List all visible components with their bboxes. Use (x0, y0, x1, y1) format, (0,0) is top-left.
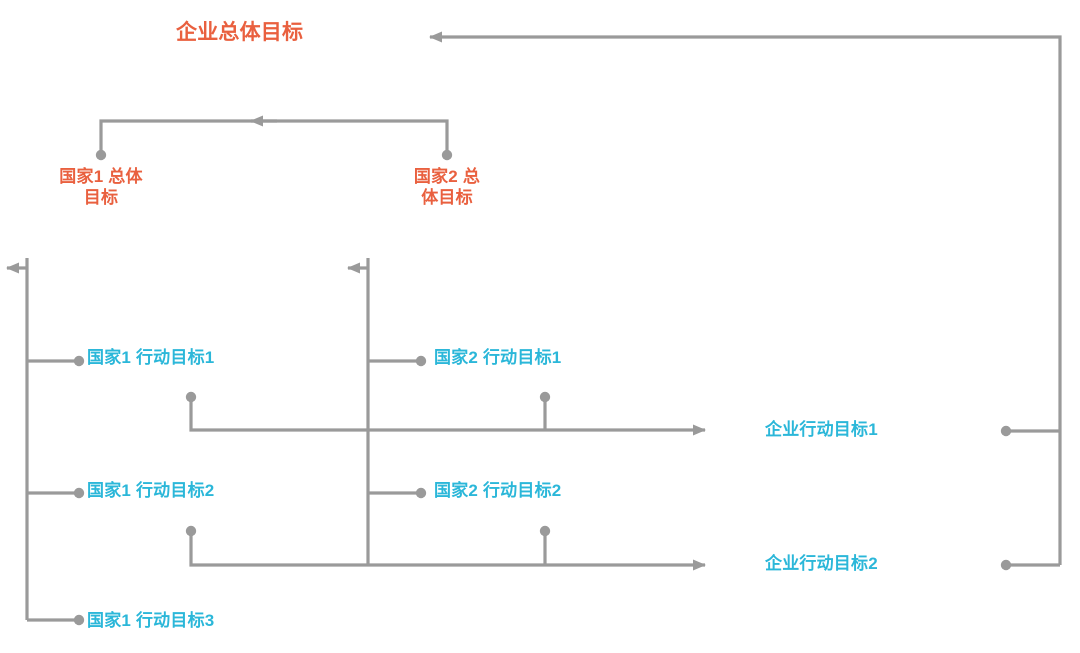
wire-corporate-goal1-bus (189, 399, 706, 436)
node-country1-action-goal-3: 国家1 行动目标3 (87, 611, 215, 630)
dot-c2g2 (415, 487, 427, 499)
connector-dots (73, 149, 1012, 626)
node-corporate-action-goal-1: 企业行动目标1 (765, 420, 878, 439)
dot-c2g1 (415, 355, 427, 367)
node-country2-action-goal-1: 国家2 行动目标1 (434, 348, 562, 367)
node-country1-action-goal-1: 国家1 行动目标1 (87, 348, 215, 367)
node-country1-action-goal-2: 国家1 行动目标2 (87, 481, 215, 500)
node-corporate-action-goal-2: 企业行动目标2 (765, 554, 878, 573)
node-country2-overall-goal: 国家2 总 体目标 (413, 167, 481, 207)
dot-c2g2-drop (539, 525, 551, 537)
dot-c1g1 (73, 355, 85, 367)
wire-return-riser (429, 31, 1062, 565)
dot-c1g2 (73, 487, 85, 499)
dot-c2g1-drop (539, 391, 551, 403)
node-country2-action-goal-2: 国家2 行动目标2 (434, 481, 562, 500)
node-corporate-overall-goal: 企业总体目标 (176, 21, 304, 44)
dot-c1g2-drop (185, 525, 197, 537)
dot-corp-goal2 (1000, 559, 1012, 571)
node-country1-overall-goal: 国家1 总体 目标 (59, 167, 143, 207)
wire-country1-to-corporate (99, 119, 277, 155)
dot-c1g1-drop (185, 391, 197, 403)
dot-c1g3 (73, 614, 85, 626)
wire-corporate-goal2-bus (189, 533, 706, 571)
dot-corp-goal1 (1000, 425, 1012, 437)
dot-country1-root (95, 149, 107, 161)
wire-country2-to-corporate (277, 119, 449, 155)
dot-country2-root (441, 149, 453, 161)
